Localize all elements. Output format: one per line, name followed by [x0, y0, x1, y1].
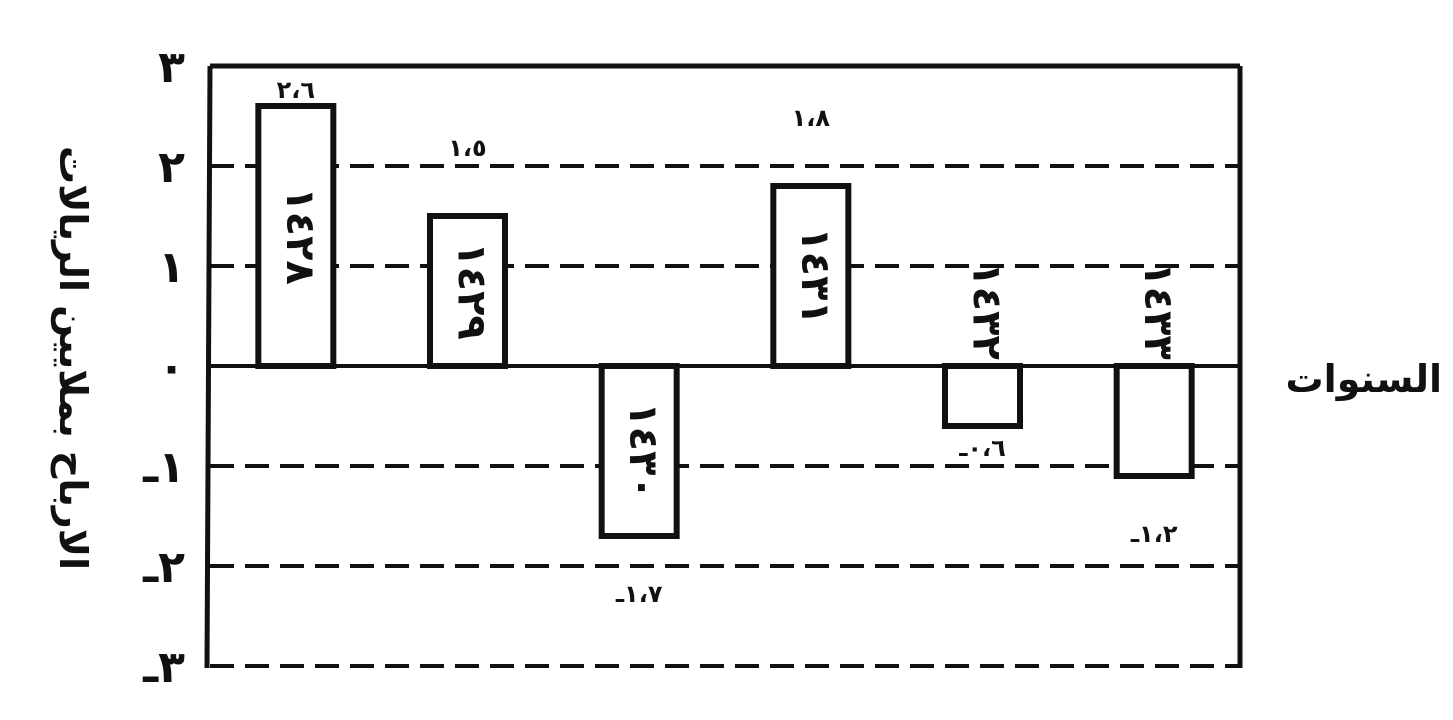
category-label: ١٤٢٨: [277, 187, 323, 285]
y-tick-label: ٣ـ: [142, 642, 185, 693]
bar: [427, 213, 508, 369]
data-label: ٠،٦ـ: [958, 434, 1006, 462]
x-axis-label: السنوات: [1285, 357, 1442, 401]
frame-left: [204, 65, 213, 669]
data-label: ١،٥: [448, 134, 486, 162]
grid-lines: [210, 164, 1240, 668]
y-tick-labels: ٣ ٢ ١ ٠ ١ـ ٢ـ ٣ـ: [142, 42, 185, 693]
bar: [770, 183, 852, 369]
data-label: ١،٨: [792, 104, 831, 132]
data-label: ١،٢ـ: [1130, 520, 1178, 548]
y-tick-label: ٢: [158, 142, 185, 193]
category-label: ١٤٣٣: [1135, 262, 1181, 360]
bar: [942, 363, 1023, 429]
y-tick-label: ١: [158, 242, 185, 293]
bar: [1113, 363, 1195, 479]
bar: [598, 363, 680, 539]
plot-frame: [204, 63, 1243, 669]
y-tick-label: ١ـ: [142, 442, 185, 493]
y-tick-label: ٣: [158, 42, 185, 93]
data-label: ١،٧ـ: [615, 580, 663, 608]
bar: [255, 103, 337, 369]
category-label: ١٤٣٢: [964, 262, 1010, 360]
y-tick-label: ٢ـ: [142, 542, 185, 593]
bars: ١٤٢٨ ١٤٢٩ ١٤٣٠ ١٤٣١ ١٤٣٢ ١٤٣٣: [255, 103, 1195, 539]
y-tick-label: ٠: [158, 342, 185, 393]
category-label: ١٤٣٠: [620, 402, 666, 500]
data-label: ٢،٦: [277, 76, 315, 104]
data-labels: ٢،٦ ١،٥ ١،٧ـ ١،٨ ٠،٦ـ ١،٢ـ: [277, 76, 1178, 608]
category-label: ١٤٢٩: [449, 242, 495, 340]
y-axis-label: الارباح بملايين الريالات: [51, 146, 95, 570]
category-label: ١٤٣١: [792, 227, 838, 325]
